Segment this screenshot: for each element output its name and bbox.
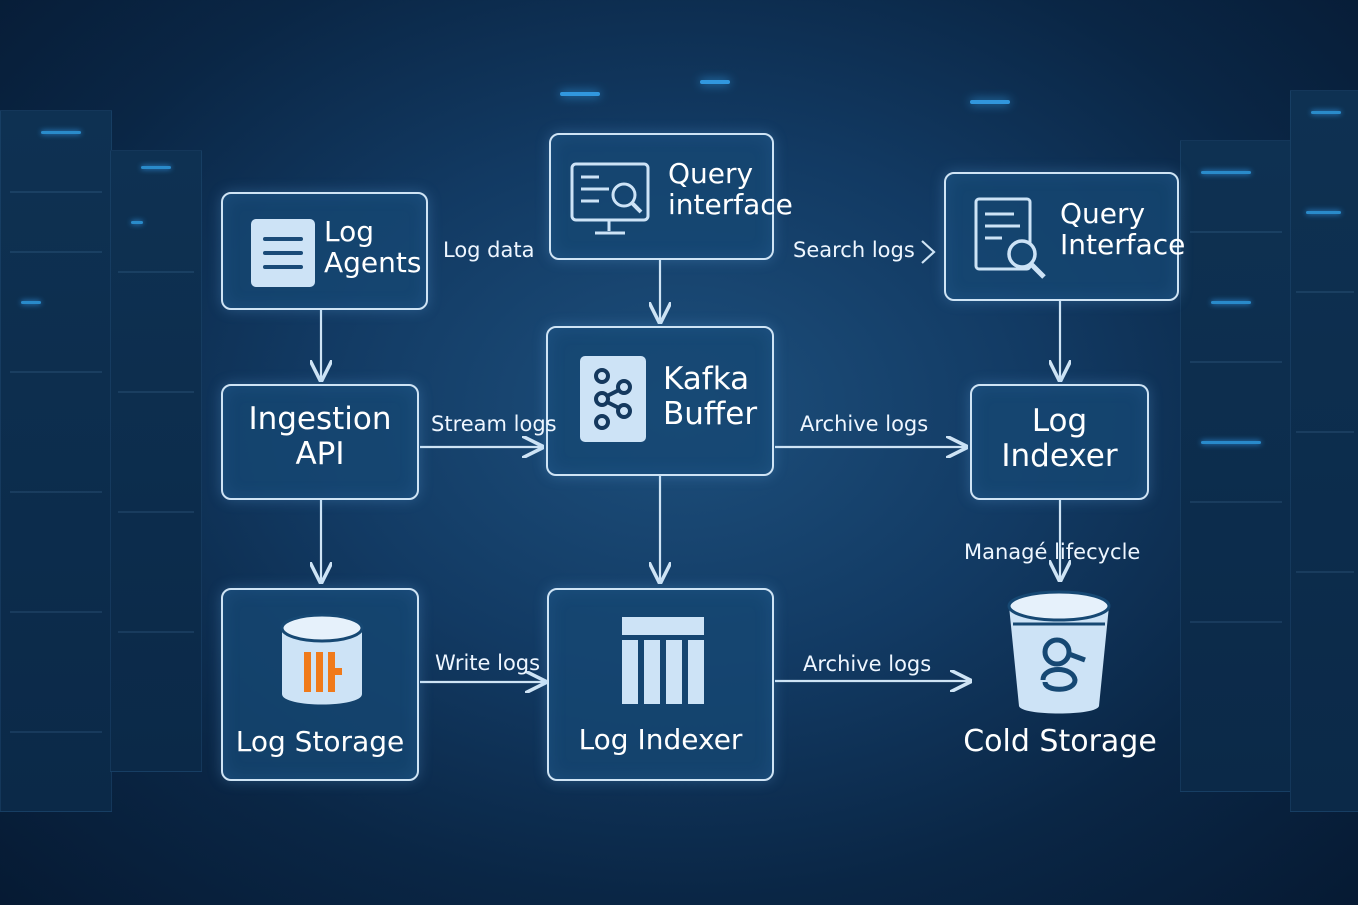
log-indexer-bottom-label: Log Indexer xyxy=(578,723,743,756)
cold-storage-label: Cold Storage xyxy=(963,724,1157,759)
arrow-search-logs xyxy=(921,240,936,264)
query-interface-label: Query interface xyxy=(668,157,793,222)
server-rack xyxy=(110,150,202,772)
edge-label-search-logs: Search logs xyxy=(793,238,915,262)
bucket-icon xyxy=(1003,588,1115,722)
query-interface-right-node[interactable]: Query Interface xyxy=(944,172,1185,301)
ingestion-api-node[interactable]: Ingestion API xyxy=(221,384,419,500)
kafka-icon xyxy=(580,356,646,442)
document-search-icon xyxy=(972,196,1052,286)
server-rack xyxy=(0,110,112,812)
kafka-buffer-node[interactable]: Kafka Buffer xyxy=(546,326,774,476)
monitor-search-icon xyxy=(569,161,653,243)
kafka-buffer-label: Kafka Buffer xyxy=(663,361,758,432)
query-interface-node[interactable]: Query interface xyxy=(549,133,793,260)
edge-label-archive-logs-top: Archive logs xyxy=(800,412,929,436)
log-indexer-right-label: Log Indexer xyxy=(1001,403,1118,474)
query-interface-right-label: Query Interface xyxy=(1060,197,1186,262)
edge-label-manage-lifecycle: Managé lifecycle xyxy=(964,540,1141,564)
log-indexer-right-node[interactable]: Log Indexer xyxy=(970,384,1149,500)
columns-icon xyxy=(619,614,707,712)
edge-label-stream-logs: Stream logs xyxy=(431,412,557,436)
ingestion-api-label: Ingestion API xyxy=(248,401,392,472)
log-indexer-bottom-node[interactable]: Log Indexer xyxy=(547,588,774,781)
database-icon xyxy=(278,612,366,716)
log-agents-node[interactable]: Log Agents xyxy=(221,192,428,310)
log-storage-node[interactable]: Log Storage xyxy=(221,588,419,781)
log-storage-label: Log Storage xyxy=(235,725,405,758)
document-lines-icon xyxy=(251,219,315,287)
edge-label-write-logs: Write logs xyxy=(435,651,541,675)
server-rack xyxy=(1290,90,1358,812)
server-rack xyxy=(1180,140,1292,792)
edge-label-archive-logs-bottom: Archive logs xyxy=(803,652,932,676)
edge-label-log-data: Log data xyxy=(443,238,535,262)
log-agents-label: Log Agents xyxy=(324,215,422,280)
